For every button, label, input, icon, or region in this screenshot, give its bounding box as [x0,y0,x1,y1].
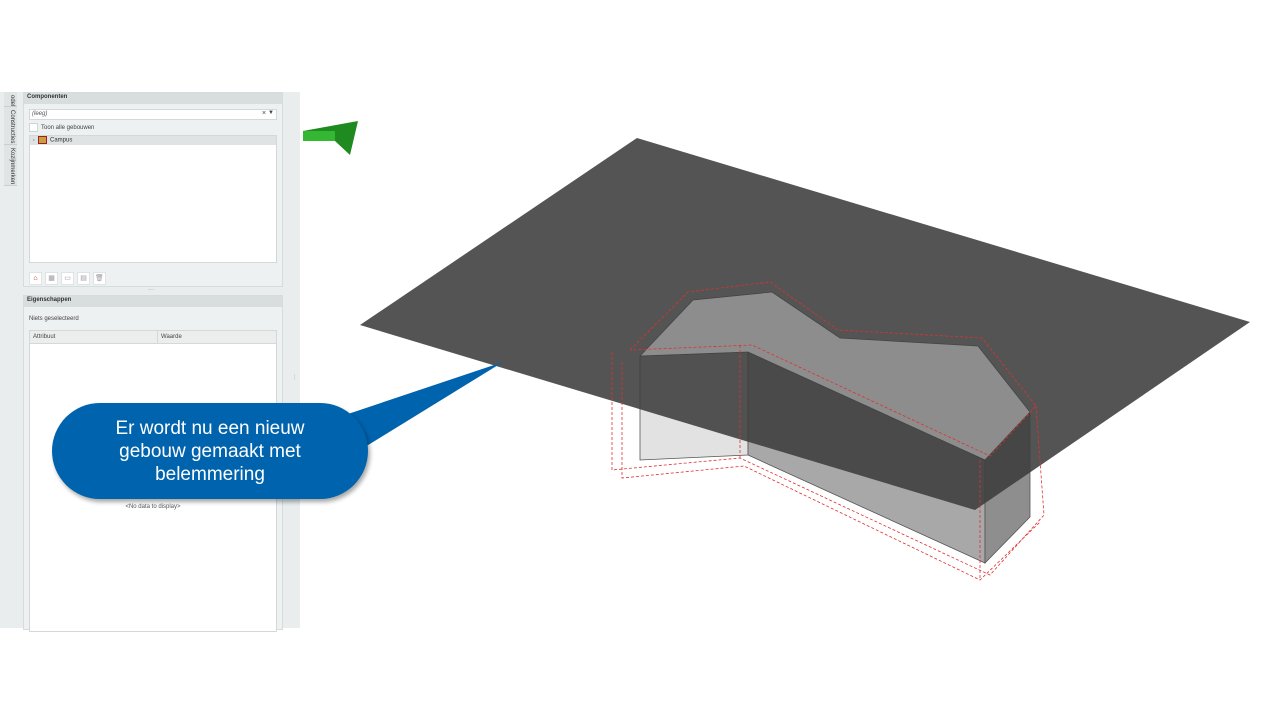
component-tree: › Campus [29,135,277,263]
tab-model[interactable]: odel [4,92,17,107]
show-all-checkbox[interactable]: Toon alle gebouwen [29,123,94,132]
grid-header: Attribuut Waarde [30,331,276,344]
column-header-waarde[interactable]: Waarde [161,334,182,340]
checkbox-box[interactable] [29,123,38,132]
delete-icon[interactable]: 🗑 [93,272,106,285]
callout-pointer [330,362,503,450]
splitter-handle[interactable]: ··· [148,287,154,293]
building-icon [38,136,48,144]
panel-title: Componenten [24,93,282,104]
split-icon[interactable]: ▤ [77,272,90,285]
north-arrow-highlight [303,131,335,141]
building-roof [639,291,1031,461]
filter-icon[interactable]: ▼ [268,110,274,116]
tree-item-campus[interactable]: › Campus [30,136,276,145]
search-input[interactable]: (leeg) × ▼ [29,109,277,120]
search-placeholder: (leeg) [32,111,48,117]
checkbox-label: Toon alle gebouwen [41,125,95,132]
tab-kozijnmerken[interactable]: Kozijnmerken [4,145,17,186]
column-header-attribuut[interactable]: Attribuut [30,331,158,343]
side-tab-strip: odel Constructies Kozijnmerken [4,92,17,628]
componenten-panel: Componenten (leeg) × ▼ Toon alle gebouwe… [23,92,283,287]
empty-message: <No data to display> [125,504,181,510]
tree-item-label: Campus [50,137,73,144]
window-icon[interactable]: ▭ [61,272,74,285]
grid-icon[interactable]: ▦ [45,272,58,285]
add-building-icon[interactable]: ⌂ [29,272,42,285]
expand-arrow-icon[interactable]: › [33,137,35,144]
obstruction-outline [611,281,1045,581]
component-toolbar: ⌂▦▭▤🗑 [29,267,109,285]
callout-text: Er wordt nu een nieuw gebouw gemaakt met… [115,417,305,485]
callout-bubble: Er wordt nu een nieuw gebouw gemaakt met… [52,403,368,499]
clear-icon[interactable]: × [261,110,266,117]
panel-title: Eigenschappen [24,296,282,307]
tab-constructies[interactable]: Constructies [4,107,17,145]
app-window: odel Constructies Kozijnmerken Component… [0,92,300,632]
selection-status: Niets geselecteerd [29,316,79,322]
vertical-splitter-handle[interactable]: ··· [291,374,297,380]
